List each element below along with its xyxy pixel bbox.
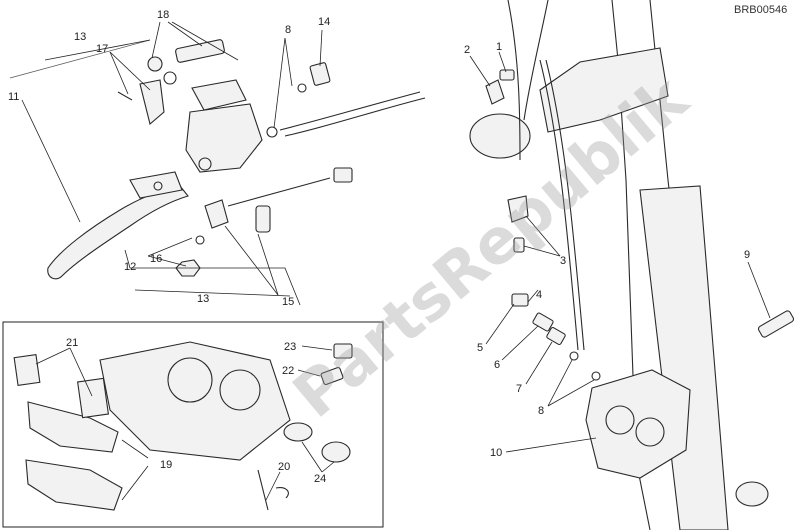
brake-hose-lower — [539, 59, 579, 351]
axle-end — [735, 481, 769, 507]
callout-21: 21 — [66, 337, 78, 349]
piston-right — [219, 369, 261, 411]
hose-guide-3 — [507, 195, 529, 223]
callout-19: 19 — [160, 459, 172, 471]
callout-18: 18 — [157, 9, 169, 21]
bolt-5 — [511, 293, 529, 307]
washer-8a — [569, 351, 579, 361]
brake-pad-lower — [25, 459, 123, 511]
callout-10: 10 — [490, 447, 502, 459]
spring-plate — [13, 353, 41, 387]
clamp-screw — [117, 91, 133, 101]
pin-clip — [275, 487, 289, 499]
callout-23: 23 — [284, 341, 296, 353]
lower-triple-clamp — [539, 47, 669, 133]
callout-3: 3 — [560, 255, 566, 267]
bleed-cap-23 — [333, 343, 353, 359]
bush — [147, 56, 163, 72]
callout-2: 2 — [464, 44, 470, 56]
pivot-pin — [198, 157, 212, 171]
anti-rattle-spring — [77, 377, 109, 419]
banjo-bolt-14 — [309, 62, 331, 86]
callout-1: 1 — [496, 41, 502, 53]
callout-6: 6 — [494, 359, 500, 371]
diagram-code: BRB00546 — [734, 4, 787, 16]
brake-switch — [204, 199, 229, 229]
callout-13-upper: 13 — [74, 31, 86, 43]
lever-pivot — [129, 171, 183, 199]
callout-14: 14 — [318, 16, 330, 28]
callout-9: 9 — [744, 249, 750, 261]
callout-20: 20 — [278, 461, 290, 473]
rod-end — [333, 167, 353, 183]
cap-plate — [175, 39, 225, 63]
callout-11: 11 — [8, 91, 19, 103]
screw-3 — [513, 237, 525, 253]
callout-24: 24 — [314, 473, 326, 485]
callout-8-lower: 8 — [538, 405, 544, 417]
banjo-6 — [532, 312, 554, 332]
washer-upper — [266, 126, 278, 138]
caliper-bolt-9 — [757, 310, 795, 338]
detail-frame — [2, 321, 384, 528]
pad-pin — [257, 469, 269, 511]
pads-detail-box — [2, 321, 384, 528]
bleed-valve-22 — [320, 366, 344, 386]
bushing-lever — [153, 181, 163, 191]
bracket-13-top — [44, 39, 151, 61]
master-cylinder-body — [185, 103, 263, 173]
reservoir-cap — [191, 79, 247, 111]
o-ring — [163, 71, 177, 85]
callout-labels: 1 2 3 4 5 6 7 8 8 9 10 11 12 13 13 14 15… — [8, 9, 750, 485]
callout-15: 15 — [282, 296, 294, 308]
switch-body-15 — [255, 205, 271, 233]
cable-guide-line — [523, 0, 549, 121]
banjo-7 — [546, 326, 566, 346]
callout-8-upper: 8 — [285, 24, 291, 36]
caliper-piston-a — [605, 405, 635, 435]
fork-assembly — [469, 0, 795, 530]
seal-24a — [283, 422, 313, 442]
brake-hose-upper-outline — [284, 97, 426, 137]
callout-12: 12 — [124, 261, 136, 273]
brake-lever — [47, 185, 189, 280]
piston-left — [167, 357, 213, 403]
brake-pad-upper — [27, 401, 119, 453]
fork-slider — [639, 185, 729, 530]
leader-lines-left — [21, 21, 323, 296]
bracket-13-bottom — [134, 289, 291, 297]
handlebar-guide-line — [9, 39, 151, 79]
washer-8b — [591, 371, 601, 381]
callout-5: 5 — [477, 342, 483, 354]
callout-17: 17 — [96, 43, 108, 55]
leader-lines-right — [469, 51, 771, 453]
push-rod — [227, 177, 331, 207]
clip-2 — [485, 79, 505, 105]
steering-stem-clamp — [469, 113, 531, 159]
callout-7: 7 — [516, 383, 522, 395]
brake-lever-assembly — [9, 39, 426, 306]
screw-1 — [499, 69, 515, 81]
caliper-piston-b — [635, 417, 665, 447]
brake-hose-lower-outline — [545, 59, 585, 351]
clamp — [139, 79, 165, 125]
bracket-12 — [124, 249, 301, 306]
fork-tube-left-edge — [611, 0, 651, 530]
callout-16: 16 — [150, 253, 162, 265]
leader-lines-box — [35, 345, 335, 501]
washer-8 — [297, 83, 307, 93]
callout-22: 22 — [282, 365, 294, 377]
callout-4: 4 — [536, 289, 542, 301]
callout-13-lower: 13 — [197, 293, 209, 305]
frame-line — [507, 0, 521, 161]
washer-16 — [195, 235, 205, 245]
brake-hose-upper — [279, 91, 421, 131]
seal-24b — [321, 441, 351, 463]
